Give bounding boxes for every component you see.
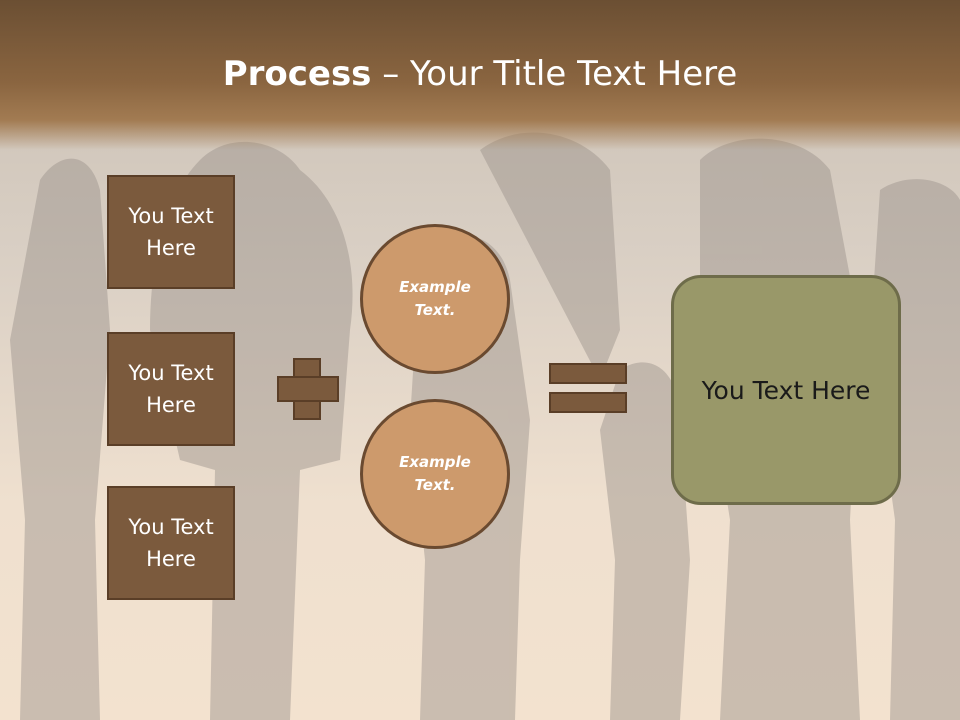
equals-icon-bottom-bar bbox=[549, 392, 627, 413]
input-box-2-label: You Text Here bbox=[128, 361, 214, 417]
slide-title-bold: Process bbox=[222, 54, 372, 94]
header-band bbox=[0, 0, 960, 150]
input-box-1-label: You Text Here bbox=[128, 204, 214, 260]
example-circle-1: Example Text. bbox=[360, 224, 510, 374]
input-box-1: You Text Here bbox=[107, 175, 235, 289]
equals-icon-top-bar bbox=[549, 363, 627, 384]
input-box-2: You Text Here bbox=[107, 332, 235, 446]
example-circle-1-label: Example Text. bbox=[399, 278, 471, 319]
example-circle-2-label: Example Text. bbox=[399, 453, 471, 494]
example-circle-2: Example Text. bbox=[360, 399, 510, 549]
slide-title: Process – Your Title Text Here bbox=[0, 52, 960, 96]
result-box-label: You Text Here bbox=[701, 375, 871, 405]
result-box: You Text Here bbox=[671, 275, 901, 505]
slide-title-rest: – Your Title Text Here bbox=[371, 54, 738, 94]
plus-icon-center bbox=[295, 378, 319, 400]
input-box-3: You Text Here bbox=[107, 486, 235, 600]
input-box-3-label: You Text Here bbox=[128, 515, 214, 571]
